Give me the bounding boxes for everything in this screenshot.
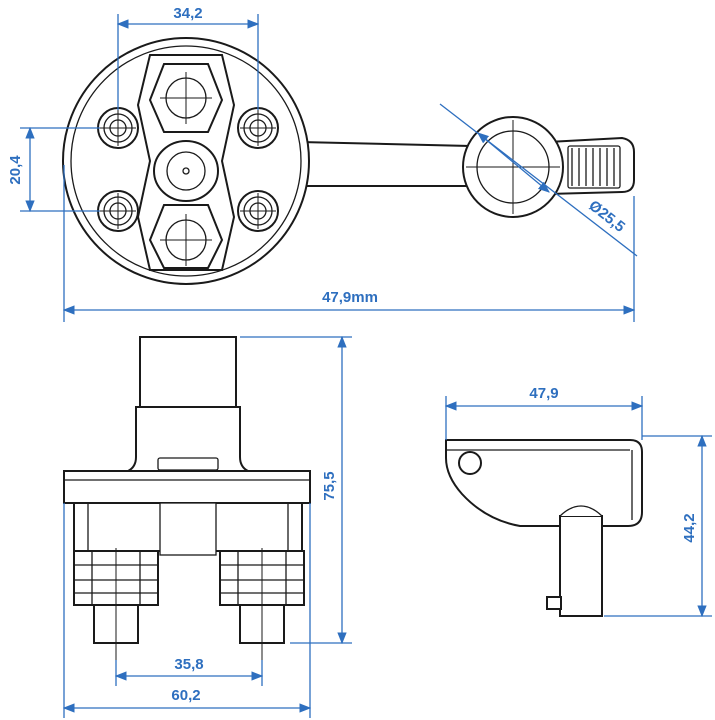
screw-centerlines — [100, 110, 276, 229]
lever-arm — [299, 140, 471, 187]
housing-inner-ring — [70, 45, 302, 277]
front-center-block — [159, 502, 217, 556]
dim-side-height: 44,2 — [604, 434, 712, 618]
front-centerlines — [115, 548, 263, 660]
dim-top-pitch: 20,4 — [7, 126, 100, 213]
dim-top-pitch-label: 20,4 — [7, 155, 24, 185]
dim-front-terminal-spacing: 35,8 — [114, 656, 264, 686]
dim-side-height-label: 44,2 — [681, 513, 698, 542]
grip-lines — [567, 145, 621, 189]
dim-front-terminal-spacing-label: 35,8 — [174, 656, 203, 673]
front-base-plate — [63, 470, 311, 504]
dim-front-width-label: 60,2 — [171, 687, 200, 704]
dim-top-length-label: 47,9mm — [322, 289, 378, 306]
dim-knob-diameter-label: Ø25,5 — [585, 197, 628, 236]
side-pivot-hole — [458, 451, 482, 475]
dim-front-height-label: 75,5 — [321, 471, 338, 500]
dim-side-width: 47,9 — [444, 385, 644, 440]
front-view: 75,5 35,8 60,2 — [62, 335, 352, 718]
dim-side-width-label: 47,9 — [529, 385, 558, 402]
dim-top-width: 34,2 — [116, 5, 260, 110]
knob-grip-tab — [547, 136, 635, 196]
side-shaft — [559, 515, 603, 617]
side-pin — [546, 596, 562, 610]
dim-front-height: 75,5 — [240, 335, 352, 645]
dim-front-width: 60,2 — [62, 503, 312, 718]
front-latch — [157, 457, 219, 471]
side-view: 47,9 44,2 — [444, 385, 712, 618]
dim-top-length: 47,9mm — [62, 165, 636, 322]
front-shaft-top — [139, 336, 237, 408]
top-view: 34,2 20,4 47,9mm Ø25,5 — [7, 5, 638, 322]
dim-top-width-label: 34,2 — [173, 5, 202, 22]
